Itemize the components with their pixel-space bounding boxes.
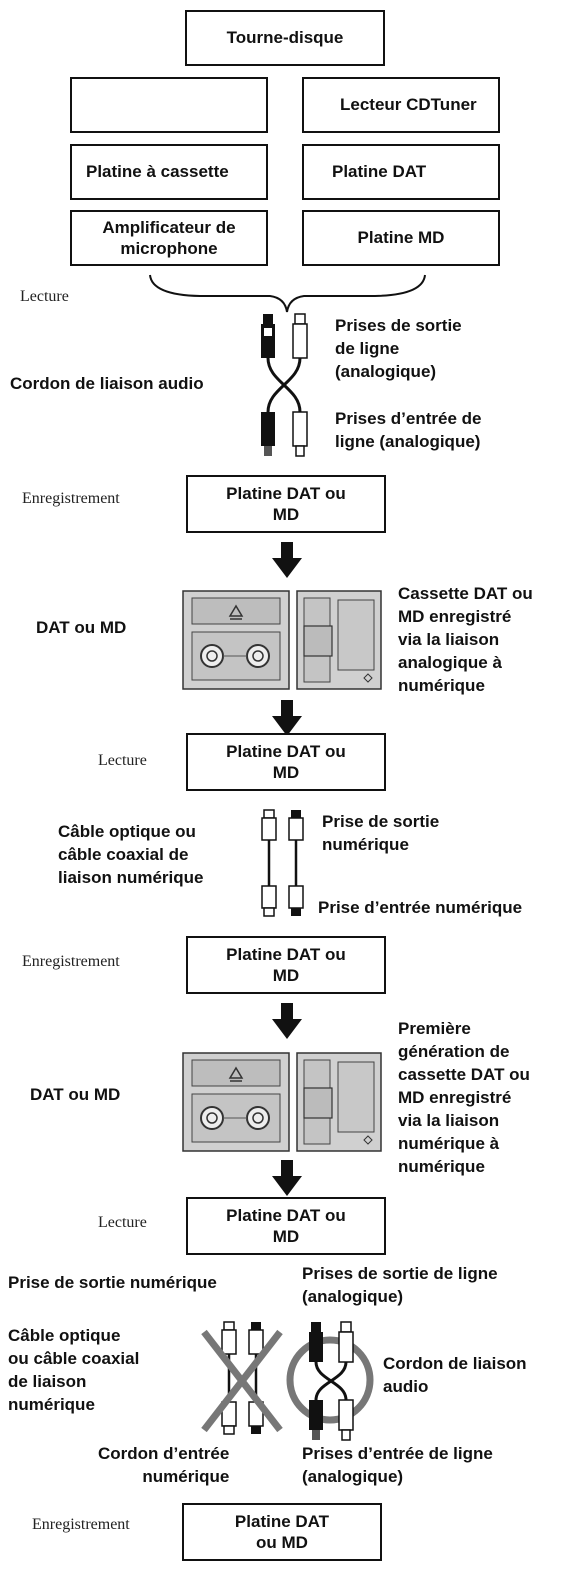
box-md-deck: Platine MD bbox=[302, 210, 500, 266]
label-audio-cord-1: Cordon de liaison audio bbox=[10, 374, 204, 393]
label-recording-2: Enregistrement bbox=[22, 953, 120, 970]
label-line-out-1: Prises de sortie de ligne (analogique) bbox=[335, 316, 462, 381]
dat-cassette-icon-2 bbox=[182, 1052, 290, 1152]
digital-cable-crossed-icon bbox=[201, 1321, 283, 1435]
arrow-down-1 bbox=[272, 542, 302, 578]
box-dat-md-2: Platine DAT ou MD bbox=[186, 733, 386, 791]
audio-cord-ok-icon bbox=[286, 1321, 374, 1441]
label-first-generation: Première génération de cassette DAT ou M… bbox=[398, 1019, 530, 1176]
label-digital-in-3: Prise d’entrée numérique bbox=[318, 898, 523, 917]
label-line-out-5: Prises de sortie de ligne (analogique) bbox=[302, 1264, 498, 1306]
label-recording-3: Enregistrement bbox=[32, 1516, 130, 1533]
label-cable-3: Câble optique ou câble coaxial de liaiso… bbox=[58, 822, 204, 887]
label-cassette-deck: Platine à cassette bbox=[86, 162, 229, 181]
label-digital-out-3: Prise de sortie numérique bbox=[322, 812, 440, 854]
label-cable-5: Câble optique ou câble coaxial de liaiso… bbox=[8, 1326, 140, 1414]
optical-cable-icon bbox=[261, 809, 304, 917]
md-disc-icon-2 bbox=[296, 1052, 382, 1152]
grouping-brace bbox=[149, 274, 426, 313]
box-turntable: Tourne-disque bbox=[185, 10, 385, 66]
box-dat-md-5: Platine DAT ou MD bbox=[182, 1503, 382, 1561]
md-disc-icon bbox=[296, 590, 382, 690]
label-playback-2: Lecture bbox=[98, 752, 147, 769]
box-dat-md-4: Platine DAT ou MD bbox=[186, 1197, 386, 1255]
box-dat-md-3: Platine DAT ou MD bbox=[186, 936, 386, 994]
arrow-down-3 bbox=[272, 1003, 302, 1039]
audio-cord-icon bbox=[261, 313, 308, 457]
box-cd-tuner bbox=[302, 77, 500, 133]
box-dat-md-1: Platine DAT ou MD bbox=[186, 475, 386, 533]
label-audio-cord-5: Cordon de liaison audio bbox=[383, 1354, 527, 1396]
label-recorded-analog: Cassette DAT ou MD enregistré via la lia… bbox=[398, 584, 533, 695]
label-playback-1: Lecture bbox=[20, 288, 69, 305]
label-line-in-5: Prises d’entrée de ligne (analogique) bbox=[302, 1444, 493, 1486]
dat-cassette-icon bbox=[182, 590, 290, 690]
label-playback-3: Lecture bbox=[98, 1214, 147, 1231]
label-digital-out-5: Prise de sortie numérique bbox=[8, 1273, 217, 1292]
label-recording-1: Enregistrement bbox=[22, 490, 120, 507]
arrow-down-2 bbox=[272, 700, 302, 736]
box-empty bbox=[70, 77, 268, 133]
label-dat-or-md-1: DAT ou MD bbox=[36, 618, 127, 637]
label-line-in-1: Prises d’entrée de ligne (analogique) bbox=[335, 409, 482, 451]
arrow-down-4 bbox=[272, 1160, 302, 1196]
box-microphone-amp: Amplificateur de microphone bbox=[70, 210, 268, 266]
label-dat-or-md-2: DAT ou MD bbox=[30, 1085, 121, 1104]
box-cassette-deck bbox=[70, 144, 268, 200]
label-digital-in-cord-5: Cordon d’entrée numérique bbox=[98, 1444, 230, 1486]
label-cd-tuner: Lecteur CDTuner bbox=[340, 95, 477, 114]
label-dat-deck: Platine DAT bbox=[330, 161, 429, 184]
